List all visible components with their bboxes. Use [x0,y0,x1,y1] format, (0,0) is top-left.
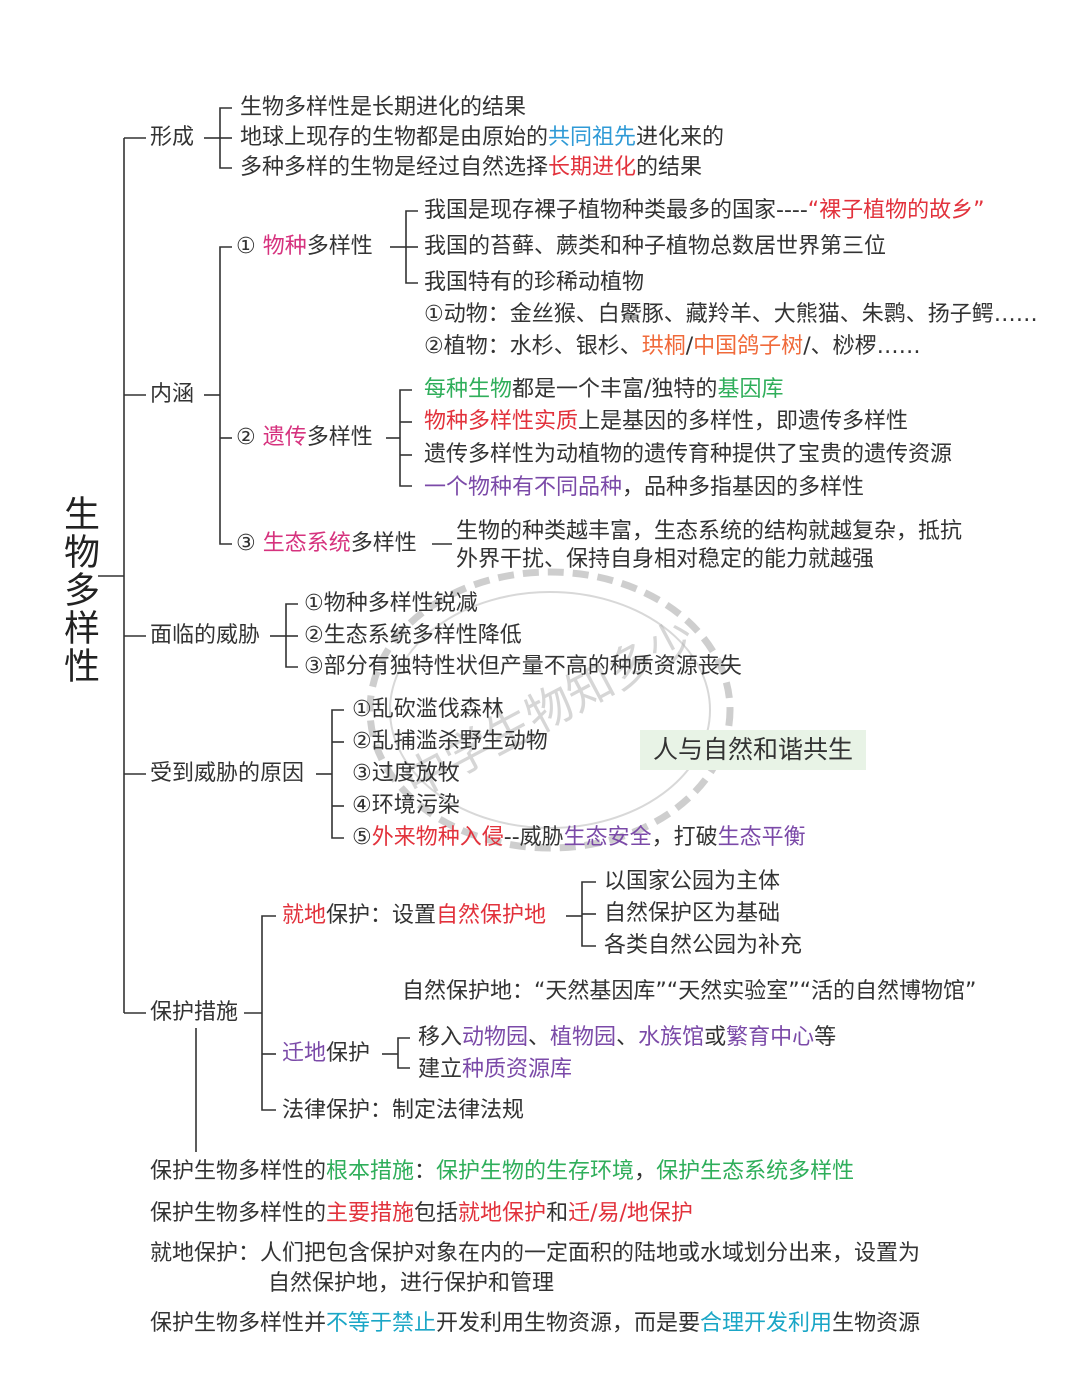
exsitu-item-1: 移入动物园、植物园、水族馆或繁育中心等 [418,1025,837,1050]
cause-3: ③过度放牧 [352,761,460,786]
insitu-protection: 就地保护：设置自然保护地 [282,903,547,928]
insitu-item-3: 各类自然公园为补充 [604,933,803,958]
note-insitu-definition: 就地保护：人们把包含保护对象在内的一定面积的陆地或水域划分出来，设置为 [150,1241,921,1266]
watermark-stamp: 中学生物知多少 [366,568,734,852]
genetic-line-4: 一个物种有不同品种，品种多指基因的多样性 [424,475,865,500]
formation-label: 形成 [150,125,195,150]
note-insitu-definition-cont: 自然保护地，进行保护和管理 [268,1271,555,1296]
threats-label: 面临的威胁 [150,623,261,648]
causes-label: 受到威胁的原因 [150,761,305,786]
exsitu-protection: 迁地保护 [282,1041,371,1066]
note-fundamental-measure: 保护生物多样性的根本措施：保护生物的生存环境，保护生态系统多样性 [150,1159,855,1184]
species-diversity-title: ① 物种多样性 [236,234,373,259]
genetic-diversity-title: ② 遗传多样性 [236,425,373,450]
genetic-line-1: 每种生物都是一个丰富/独特的基因库 [424,377,784,402]
threat-2: ②生态系统多样性降低 [304,623,522,648]
genetic-line-2: 物种多样性实质上是基因的多样性，即遗传多样性 [424,409,909,434]
species-line-1: 我国是现存裸子植物种类最多的国家----“裸子植物的故乡” [424,198,985,223]
species-plants: ②植物：水杉、银杉、珙桐/中国鸽子树/、桫椤…… [424,334,921,359]
note-rational-use: 保护生物多样性并不等于禁止开发利用生物资源，而是要合理开发利用生物资源 [150,1311,921,1336]
connotation-label: 内涵 [150,382,195,407]
note-main-measures: 保护生物多样性的主要措施包括就地保护和迁/易/地保护 [150,1201,693,1226]
cause-1: ①乱砍滥伐森林 [352,697,504,722]
species-line-2: 我国的苔藓、蕨类和种子植物总数居世界第三位 [424,234,887,259]
insitu-item-2: 自然保护区为基础 [604,901,781,926]
threat-3: ③部分有独特性状但产量不高的种质资源丧失 [304,654,742,679]
formation-line-1: 生物多样性是长期进化的结果 [240,95,527,120]
slogan-box: 人与自然和谐共生 [640,730,866,770]
protection-label: 保护措施 [150,1000,239,1025]
ecosystem-diversity-title: ③ 生态系统多样性 [236,531,417,556]
ecosystem-line-2: 外界干扰、保持自身相对稳定的能力就越强 [456,547,875,572]
species-line-3: 我国特有的珍稀动植物 [424,270,645,295]
species-animals: ①动物：金丝猴、白鱀豚、藏羚羊、大熊猫、朱鹮、扬子鳄…… [424,302,1038,327]
formation-line-3: 多种多样的生物是经过自然选择长期进化的结果 [240,155,703,180]
cause-5: ⑤外来物种入侵--威胁生态安全，打破生态平衡 [352,825,806,850]
ecosystem-line-1: 生物的种类越丰富，生态系统的结构就越复杂，抵抗 [456,519,963,544]
root-topic: 生物多样性 [58,495,99,685]
insitu-item-1: 以国家公园为主体 [604,869,781,894]
cause-2: ②乱捕滥杀野生动物 [352,729,548,754]
cause-4: ④环境污染 [352,793,460,818]
threat-1: ①物种多样性锐减 [304,591,478,616]
exsitu-item-2: 建立种质资源库 [418,1057,573,1082]
formation-line-2: 地球上现存的生物都是由原始的共同祖先进化来的 [240,125,725,150]
legal-protection: 法律保护：制定法律法规 [282,1098,525,1123]
reserve-note: 自然保护地：“天然基因库”“天然实验室”“活的自然博物馆” [402,979,977,1004]
genetic-line-3: 遗传多样性为动植物的遗传育种提供了宝贵的遗传资源 [424,442,953,467]
